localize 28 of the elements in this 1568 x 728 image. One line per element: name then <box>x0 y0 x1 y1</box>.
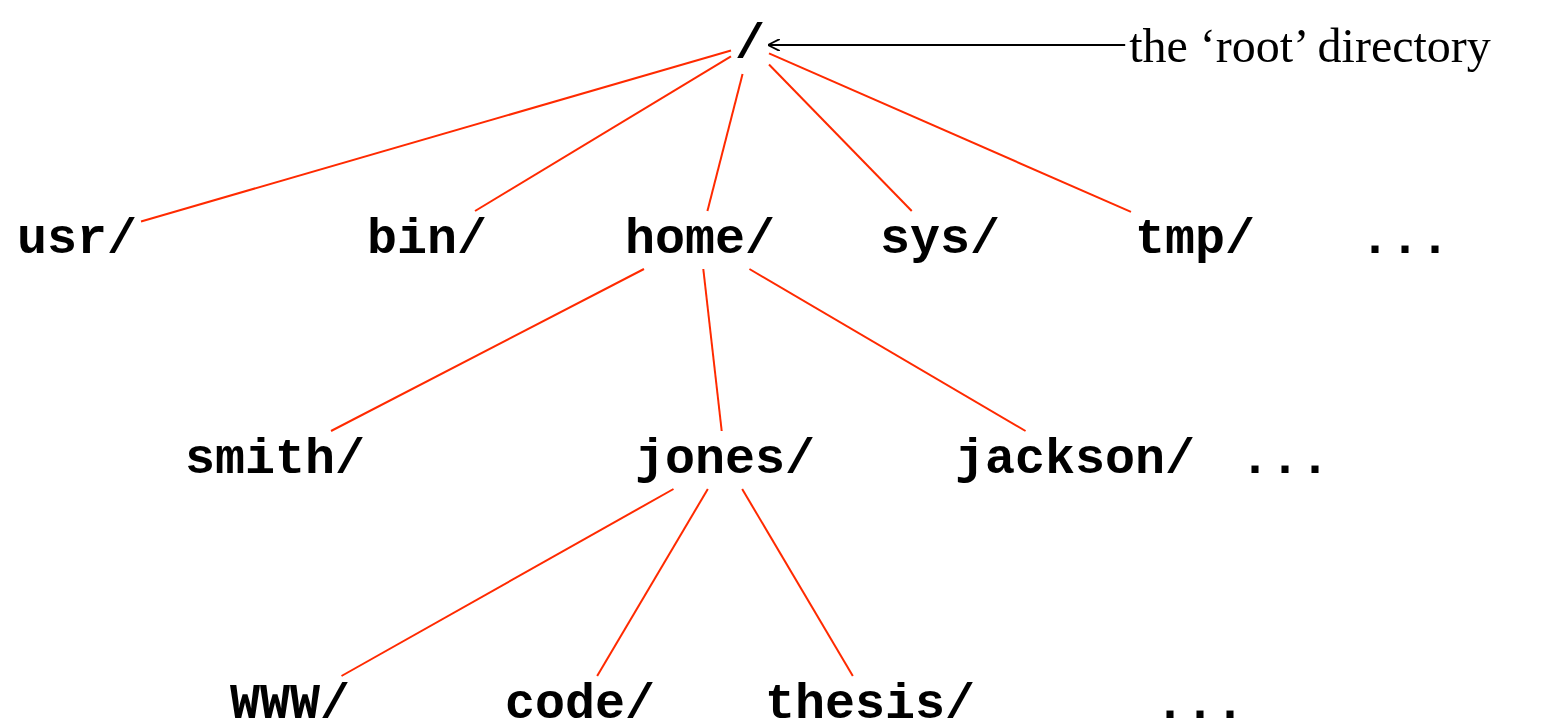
ellipsis-text: ... <box>1240 435 1330 485</box>
arrow <box>766 38 1127 52</box>
directory-name: code/ <box>505 680 655 728</box>
directory-name: usr/ <box>17 215 137 265</box>
connector-line <box>748 268 1027 432</box>
connector-line <box>340 488 675 677</box>
directory-name: / <box>735 20 765 70</box>
connector-line <box>741 488 854 677</box>
directory-name: thesis/ <box>765 680 975 728</box>
connector-line <box>768 52 1132 213</box>
connector-line <box>140 49 732 223</box>
directory-name: smith/ <box>185 435 365 485</box>
connector-line <box>768 63 913 212</box>
connector-line <box>330 268 645 432</box>
directory-name: tmp/ <box>1135 215 1255 265</box>
directory-name: jackson/ <box>955 435 1195 485</box>
directory-name: WWW/ <box>230 680 350 728</box>
connector-line <box>474 55 732 212</box>
directory-name: home/ <box>625 215 775 265</box>
directory-name: jones/ <box>635 435 815 485</box>
connector-line <box>706 73 744 212</box>
directory-name: sys/ <box>880 215 1000 265</box>
annotation-text: the ‘root’ directory <box>1129 17 1491 73</box>
connector-line <box>702 268 723 432</box>
connector-line <box>596 488 709 677</box>
ellipsis-text: ... <box>1360 215 1450 265</box>
ellipsis-text: ... <box>1155 680 1245 728</box>
directory-name: bin/ <box>367 215 487 265</box>
